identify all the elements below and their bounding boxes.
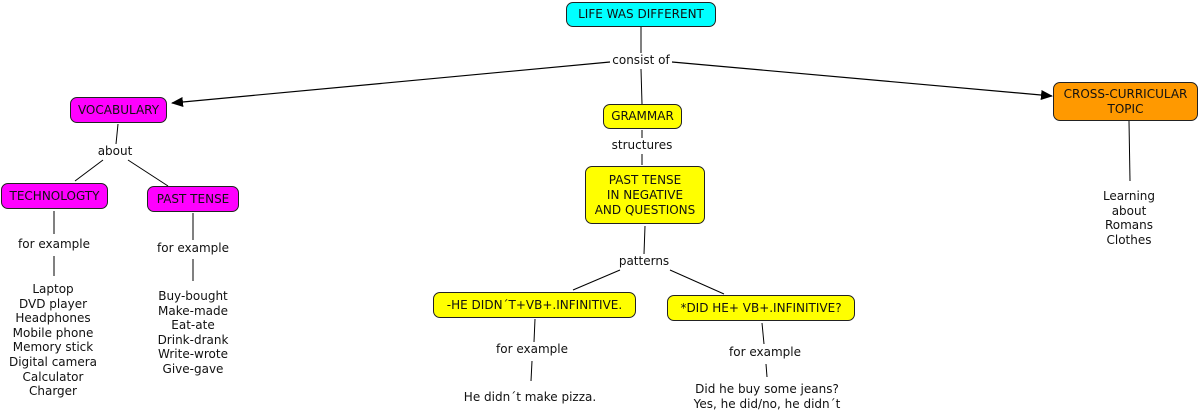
link-label-for-example-negative: for example (494, 342, 570, 357)
list-item: Drink-drank (157, 332, 229, 347)
list-item: Give-gave (162, 361, 224, 376)
cross-curricular-example: Learning about Romans Clothes (1102, 189, 1156, 247)
link-question-example (761, 322, 765, 345)
list-item: Calculator (22, 369, 84, 384)
link-example-negsentence (530, 360, 533, 382)
link-about-technology (74, 159, 104, 182)
concept-grammar[interactable]: GRAMMAR (603, 104, 682, 129)
link-consist-grammar (640, 68, 643, 105)
link-structure-patterns (643, 225, 646, 255)
question-example-sentence: Did he buy some jeans? Yes, he did/no, h… (693, 382, 841, 411)
concept-question-pattern[interactable]: *DID HE+ VB+.INFINITIVE? (667, 295, 855, 321)
link-label-for-example-technology: for example (16, 237, 92, 252)
list-item: Laptop (32, 282, 74, 296)
link-label-patterns: patterns (616, 254, 672, 269)
list-item: Charger (28, 384, 77, 399)
link-cross-learning (1128, 120, 1131, 182)
list-item: Memory stick (12, 340, 94, 355)
concept-past-tense[interactable]: PAST TENSE (147, 186, 239, 212)
list-item: Mobile phone (12, 325, 94, 340)
list-item: Write-wrote (158, 347, 228, 362)
negative-example-sentence: He didn´t make pizza. (463, 390, 597, 404)
concept-cross-curricular-topic[interactable]: CROSS-CURRICULAR TOPIC (1053, 82, 1198, 121)
list-item: Buy-bought (158, 289, 228, 303)
link-patterns-question (669, 269, 725, 295)
list-item: Digital camera (8, 354, 98, 369)
link-negative-example (533, 318, 536, 343)
concept-vocabulary[interactable]: VOCABULARY (70, 97, 167, 123)
concept-technology[interactable]: TECHNOLOGTY (1, 183, 108, 209)
link-label-for-example-past-tense: for example (155, 241, 231, 256)
technology-examples-list: Laptop DVD player Headphones Mobile phon… (9, 282, 97, 399)
link-about-pasttense (127, 159, 169, 187)
concept-negative-pattern[interactable]: -HE DIDN´T+VB+.INFINITIVE. (433, 292, 636, 318)
link-label-structures: structures (609, 138, 675, 153)
link-label-consist-of: consist of (610, 53, 672, 68)
link-vocabulary-about (115, 123, 119, 145)
list-item: Eat-ate (171, 318, 215, 333)
link-consist-vocabulary (171, 61, 611, 107)
past-tense-examples-list: Buy-bought Make-made Eat-ate Drink-drank… (158, 289, 229, 377)
concept-life-was-different[interactable]: LIFE WAS DIFFERENT (566, 2, 716, 27)
list-item: DVD player (18, 296, 88, 311)
link-example-qsentence (765, 363, 768, 378)
list-item: Make-made (158, 303, 228, 318)
link-label-for-example-question: for example (727, 345, 803, 360)
concept-past-tense-negative-questions[interactable]: PAST TENSE IN NEGATIVE AND QUESTIONS (585, 166, 705, 224)
list-item: Headphones (15, 311, 91, 326)
link-label-about: about (95, 144, 135, 159)
link-patterns-negative (572, 269, 621, 291)
link-consist-cross (671, 61, 1053, 100)
